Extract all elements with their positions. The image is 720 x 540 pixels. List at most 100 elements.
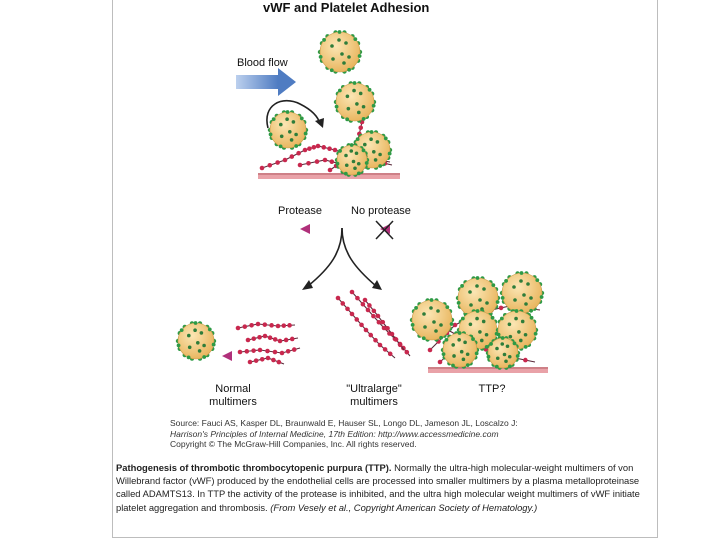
- vwf-bead: [371, 313, 376, 319]
- vwf-bead: [257, 334, 262, 340]
- caption-body: Normally the ultra-high molecular-weight…: [116, 462, 640, 513]
- vwf-bead: [251, 336, 257, 341]
- platelet: [499, 271, 545, 315]
- vwf-bead: [277, 338, 283, 344]
- vwf-bead: [279, 350, 285, 356]
- vwf-bead: [237, 349, 243, 355]
- vwf-bead: [296, 150, 301, 156]
- vwf-bead: [245, 337, 251, 343]
- vwf-bead: [311, 144, 317, 150]
- platelet: [175, 321, 217, 361]
- caption-heading: Pathogenesis of thrombotic thrombocytope…: [116, 462, 392, 473]
- source-line-2: Harrison's Principles of Internal Medici…: [170, 428, 499, 439]
- vwf-bead: [289, 154, 295, 159]
- vwf-bead: [404, 349, 410, 355]
- platelet: [334, 143, 370, 177]
- vwf-bead: [327, 167, 333, 173]
- platelet: [409, 298, 455, 342]
- vwf-bead: [242, 324, 248, 329]
- label-ultralarge-multimers: "Ultralarge" multimers: [346, 383, 402, 408]
- vwf-bead: [368, 332, 374, 338]
- vwf-bead: [498, 305, 504, 311]
- vwf-bead: [314, 159, 320, 164]
- vwf-bead: [283, 337, 289, 343]
- split-arrows: [307, 227, 377, 287]
- vwf-bead: [397, 342, 403, 348]
- vwf-bead: [375, 313, 381, 319]
- vwf-chain: [237, 347, 301, 356]
- vwf-bead: [235, 325, 241, 331]
- vwf-bead: [376, 319, 382, 325]
- vwf-bead: [267, 162, 273, 168]
- vwf-bead: [251, 348, 256, 353]
- vwf-bead: [291, 347, 297, 352]
- protease-marker: [300, 224, 310, 234]
- figure-caption: Pathogenesis of thrombotic thrombocytope…: [116, 461, 656, 514]
- vwf-bead: [354, 317, 360, 322]
- platelet: [267, 110, 309, 150]
- label-ttp: TTP?: [478, 383, 506, 395]
- vwf-bead: [306, 161, 311, 166]
- vwf-chain: [247, 355, 285, 365]
- platelet: [440, 331, 480, 369]
- platelet: [317, 30, 363, 74]
- vwf-bead: [382, 347, 388, 352]
- source-citation: Source: Fauci AS, Kasper DL, Braunwald E…: [170, 418, 620, 450]
- vwf-bead: [437, 359, 443, 365]
- vwf-bead: [377, 342, 383, 348]
- vwf-bead: [265, 348, 270, 354]
- vwf-bead: [276, 359, 282, 365]
- vwf-bead: [345, 306, 350, 312]
- label-blood-flow: Blood flow: [237, 57, 288, 69]
- vwf-bead: [427, 347, 433, 353]
- vwf-bead: [259, 356, 265, 362]
- vwf-bead: [360, 301, 366, 307]
- vwf-bead: [373, 337, 378, 343]
- vwf-bead: [269, 323, 274, 328]
- vwf-bead: [385, 325, 390, 331]
- vwf-bead: [271, 357, 276, 363]
- platelet: [333, 81, 377, 123]
- vwf-bead: [275, 323, 281, 329]
- vwf-bead: [321, 145, 327, 150]
- label-no-protease: No protease: [351, 205, 411, 217]
- vwf-bead: [393, 337, 399, 342]
- vwf-bead: [365, 307, 371, 313]
- vwf-bead: [285, 349, 291, 354]
- vwf-bead: [282, 157, 288, 163]
- vwf-bead: [329, 159, 335, 164]
- vwf-bead: [340, 301, 346, 306]
- vwf-bead: [247, 359, 253, 365]
- vwf-bead: [315, 143, 321, 149]
- vwf-bead: [335, 295, 341, 301]
- vwf-bead: [272, 337, 278, 342]
- vwf-bead: [267, 335, 273, 341]
- vwf-chain: [362, 297, 405, 351]
- vwf-bead: [244, 349, 250, 354]
- vwf-bead: [359, 322, 364, 328]
- vwf-bead: [358, 125, 364, 131]
- caption-credit: (From Vesely et al., Copyright American …: [267, 501, 538, 513]
- vwf-bead: [275, 160, 280, 165]
- platelet: [485, 336, 521, 370]
- vwf-bead: [287, 323, 292, 328]
- vwf-bead: [322, 157, 328, 163]
- vwf-bead: [302, 147, 308, 153]
- platelet: [455, 276, 501, 320]
- rolling-arrow: [266, 99, 321, 129]
- vwf-bead: [381, 325, 387, 331]
- vwf-bead: [272, 349, 278, 355]
- vwf-bead: [265, 355, 271, 361]
- endothelium-ttp: [428, 367, 548, 373]
- vwf-bead: [327, 146, 332, 152]
- vwf-chain: [235, 321, 296, 331]
- vwf-bead: [262, 333, 268, 339]
- vwf-bead: [355, 295, 360, 301]
- label-protease: Protease: [278, 205, 323, 217]
- platelets: [175, 30, 545, 370]
- vwf-bead: [297, 162, 303, 168]
- vwf-bead: [259, 165, 265, 171]
- vwf-chain: [245, 333, 299, 344]
- vwf-bead: [523, 357, 528, 363]
